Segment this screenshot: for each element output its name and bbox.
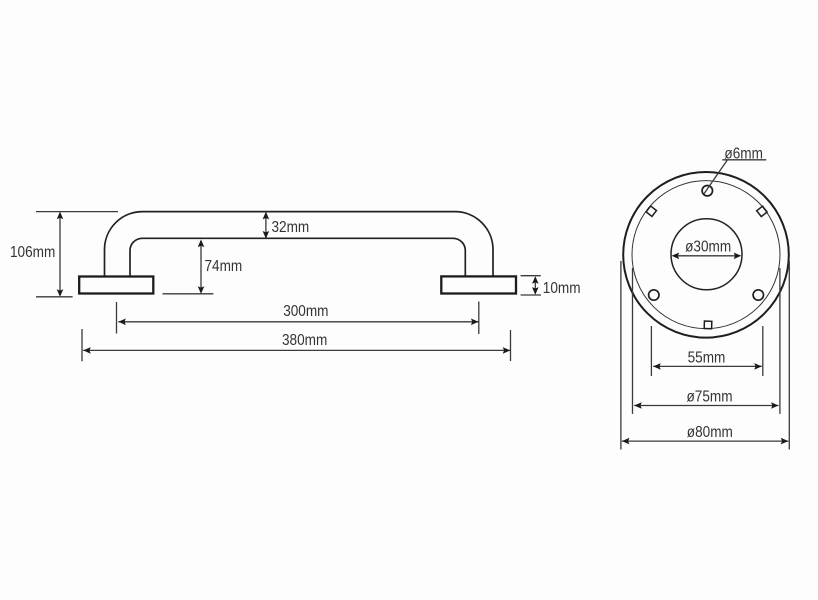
svg-text:10mm: 10mm <box>543 280 581 297</box>
svg-text:ø75mm: ø75mm <box>687 389 733 406</box>
svg-text:ø6mm: ø6mm <box>724 145 762 162</box>
svg-text:380mm: 380mm <box>282 332 327 349</box>
svg-text:106mm: 106mm <box>10 244 55 261</box>
svg-text:32mm: 32mm <box>272 219 310 236</box>
svg-text:300mm: 300mm <box>283 303 328 320</box>
svg-text:ø80mm: ø80mm <box>687 424 733 441</box>
svg-text:74mm: 74mm <box>205 258 243 275</box>
svg-text:55mm: 55mm <box>688 349 726 366</box>
svg-text:ø30mm: ø30mm <box>685 239 731 256</box>
